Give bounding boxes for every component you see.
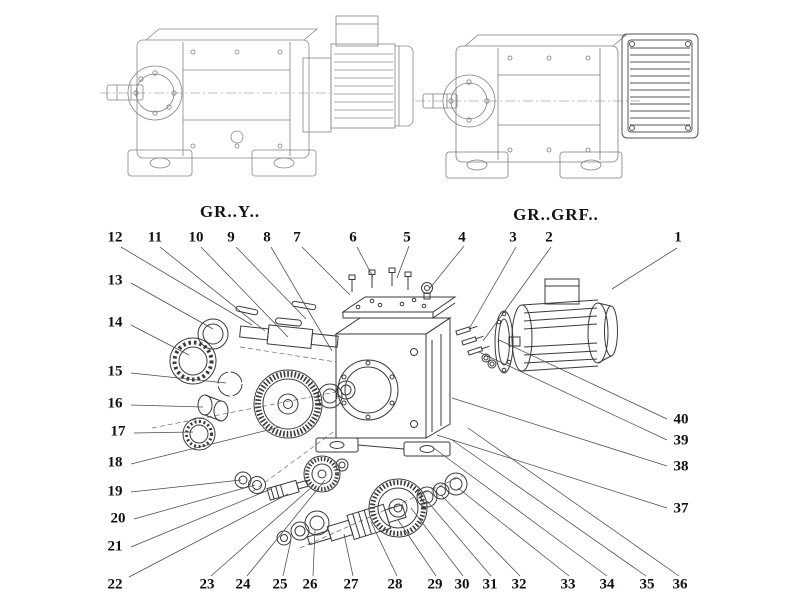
- motor-drawing: [494, 278, 618, 374]
- callout-40: 40: [673, 411, 689, 428]
- callout-15: 15: [107, 363, 123, 380]
- callout-34: 34: [599, 576, 615, 593]
- callout-7: 7: [293, 229, 301, 246]
- exploded-view-drawing: [151, 267, 618, 549]
- callout-4: 4: [458, 229, 466, 246]
- callout-20: 20: [110, 510, 126, 527]
- callout-26: 26: [302, 576, 318, 593]
- callout-2: 2: [545, 229, 553, 246]
- callout-11: 11: [147, 229, 163, 246]
- variant-label-gr-grf: GR..GRF..: [513, 205, 599, 224]
- callout-27: 27: [343, 576, 359, 593]
- housing-drawing: [315, 267, 457, 457]
- callout-29: 29: [427, 576, 443, 593]
- callout-21: 21: [107, 538, 123, 555]
- intermediate-gear-assembly-drawing: [234, 455, 349, 501]
- callout-30: 30: [454, 576, 470, 593]
- callout-6: 6: [349, 229, 357, 246]
- callout-19: 19: [107, 483, 123, 500]
- callout-9: 9: [227, 229, 235, 246]
- callout-32: 32: [511, 576, 527, 593]
- callout-16: 16: [107, 395, 123, 412]
- callout-8: 8: [263, 229, 271, 246]
- callout-38: 38: [673, 458, 689, 475]
- callout-13: 13: [107, 272, 123, 289]
- helical-gear-drawing: [253, 369, 323, 439]
- assembled-view-right-drawing: [415, 33, 699, 179]
- callout-39: 39: [673, 432, 689, 449]
- variant-label-gr-y: GR..Y..: [199, 202, 261, 221]
- callout-1: 1: [674, 229, 682, 246]
- callout-18: 18: [107, 454, 123, 471]
- assembled-view-left-drawing: [100, 15, 414, 177]
- callout-25: 25: [272, 576, 288, 593]
- callout-37: 37: [673, 500, 689, 517]
- callout-17: 17: [110, 423, 126, 440]
- callout-33: 33: [560, 576, 576, 593]
- callout-3: 3: [509, 229, 517, 246]
- input-shaft-assembly-drawing: [169, 300, 356, 451]
- fastener-set-drawing: [455, 325, 497, 369]
- callout-35: 35: [639, 576, 655, 593]
- cover-screws-drawing: [348, 267, 412, 292]
- callout-31: 31: [482, 576, 498, 593]
- callout-28: 28: [387, 576, 403, 593]
- alignment-axes: [151, 346, 463, 549]
- callout-23: 23: [199, 576, 215, 593]
- callout-5: 5: [403, 229, 411, 246]
- callout-12: 12: [107, 229, 123, 246]
- callout-36: 36: [672, 576, 688, 593]
- callout-24: 24: [235, 576, 251, 593]
- callout-22: 22: [107, 576, 123, 593]
- output-gear-drawing: [368, 478, 428, 538]
- output-shaft-assembly-drawing: [276, 472, 468, 546]
- callout-10: 10: [188, 229, 204, 246]
- eye-bolt-drawing: [421, 282, 433, 300]
- callout-14: 14: [107, 314, 123, 331]
- leader-lines: [120, 245, 680, 578]
